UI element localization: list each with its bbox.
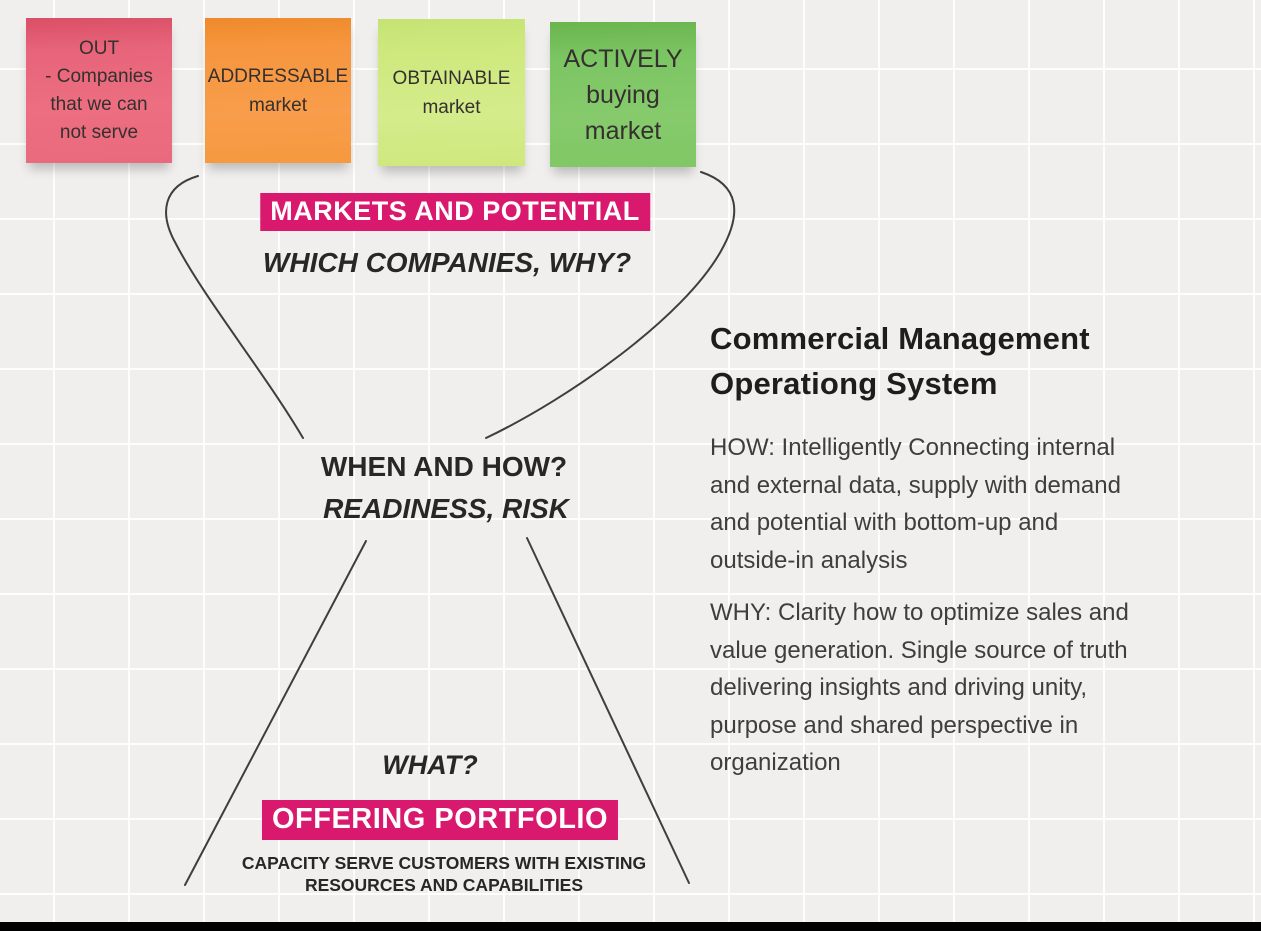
- label-capacity-note[interactable]: CAPACITY SERVE CUSTOMERS WITH EXISTING R…: [241, 853, 647, 895]
- paragraph-how[interactable]: HOW: Intelligently Connecting internal a…: [710, 434, 1121, 574]
- sticky-note-obtainable-market[interactable]: OBTAINABLE market: [378, 19, 525, 166]
- label-which-companies-why[interactable]: WHICH COMPANIES, WHY?: [262, 247, 632, 278]
- label-readiness-risk[interactable]: READINESS, RISK: [323, 493, 569, 524]
- bottom-black-bar: [0, 922, 1261, 931]
- paragraph-why[interactable]: WHY: Clarity how to optimize sales and v…: [710, 599, 1129, 776]
- panel-title[interactable]: Commercial Management Operationg System: [710, 321, 1090, 401]
- sticky-note-out-companies[interactable]: OUT - Companies that we can not serve: [26, 18, 172, 163]
- description-panel: Commercial Management Operationg System …: [710, 316, 1220, 797]
- sticky-note-addressable-market[interactable]: ADDRESSABLE market: [205, 18, 351, 163]
- label-when-and-how[interactable]: WHEN AND HOW?: [320, 451, 568, 482]
- label-markets-and-potential[interactable]: MARKETS AND POTENTIAL: [260, 193, 650, 231]
- label-offering-portfolio[interactable]: OFFERING PORTFOLIO: [261, 800, 619, 840]
- label-what[interactable]: WHAT?: [382, 750, 478, 780]
- sticky-note-actively-buying-market[interactable]: ACTIVELY buying market: [550, 22, 696, 167]
